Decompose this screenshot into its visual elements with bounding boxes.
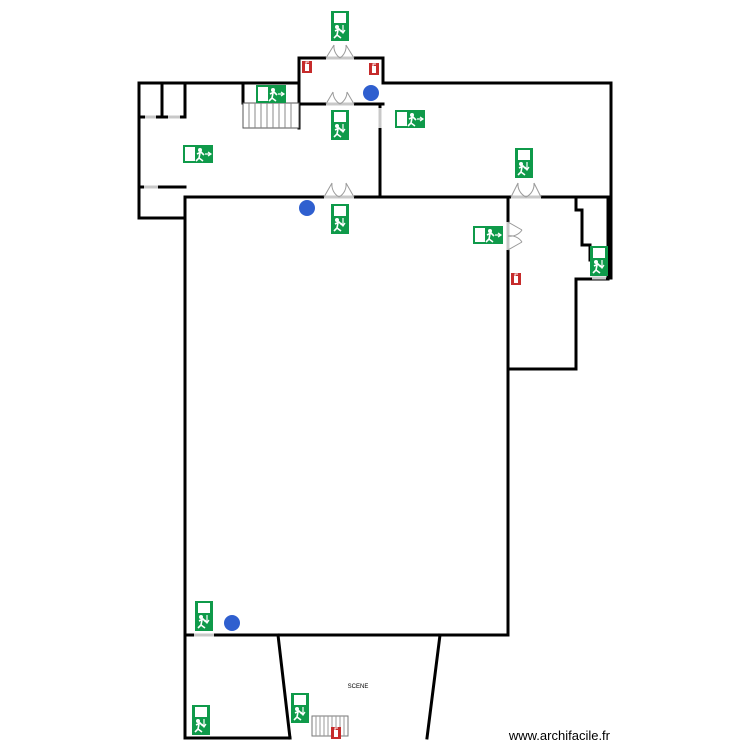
exit-sign-icon [589,245,609,277]
fire-extinguisher-sign-icon [330,726,342,740]
extinguisher-marker-icon [299,200,315,216]
fire-extinguisher-sign-icon [368,62,380,76]
fire-extinguisher-signs [301,60,522,740]
stairs-scene [311,715,349,737]
doors [144,44,606,637]
exit-sign-icon [330,203,350,235]
extinguisher-markers [224,85,379,631]
fire-extinguisher-sign-icon [301,60,313,74]
exit-sign-icon [194,600,214,632]
exit-sign-icon [191,704,211,736]
exit-sign-icon [330,109,350,141]
exit-sign-icon [330,10,350,42]
exit-sign-icon [290,692,310,724]
stairs-top [242,102,300,129]
exit-sign-icon [514,147,534,179]
exit-sign-icon [182,144,214,164]
room-label-scene: SCENE [348,684,369,690]
exit-sign-icon [472,225,504,245]
extinguisher-marker-icon [224,615,240,631]
extinguisher-marker-icon [363,85,379,101]
exit-sign-icon [255,84,287,104]
watermark-text: www.archifacile.fr [508,728,611,743]
walls [137,56,613,740]
fire-extinguisher-sign-icon [510,272,522,286]
exit-sign-icon [394,109,426,129]
